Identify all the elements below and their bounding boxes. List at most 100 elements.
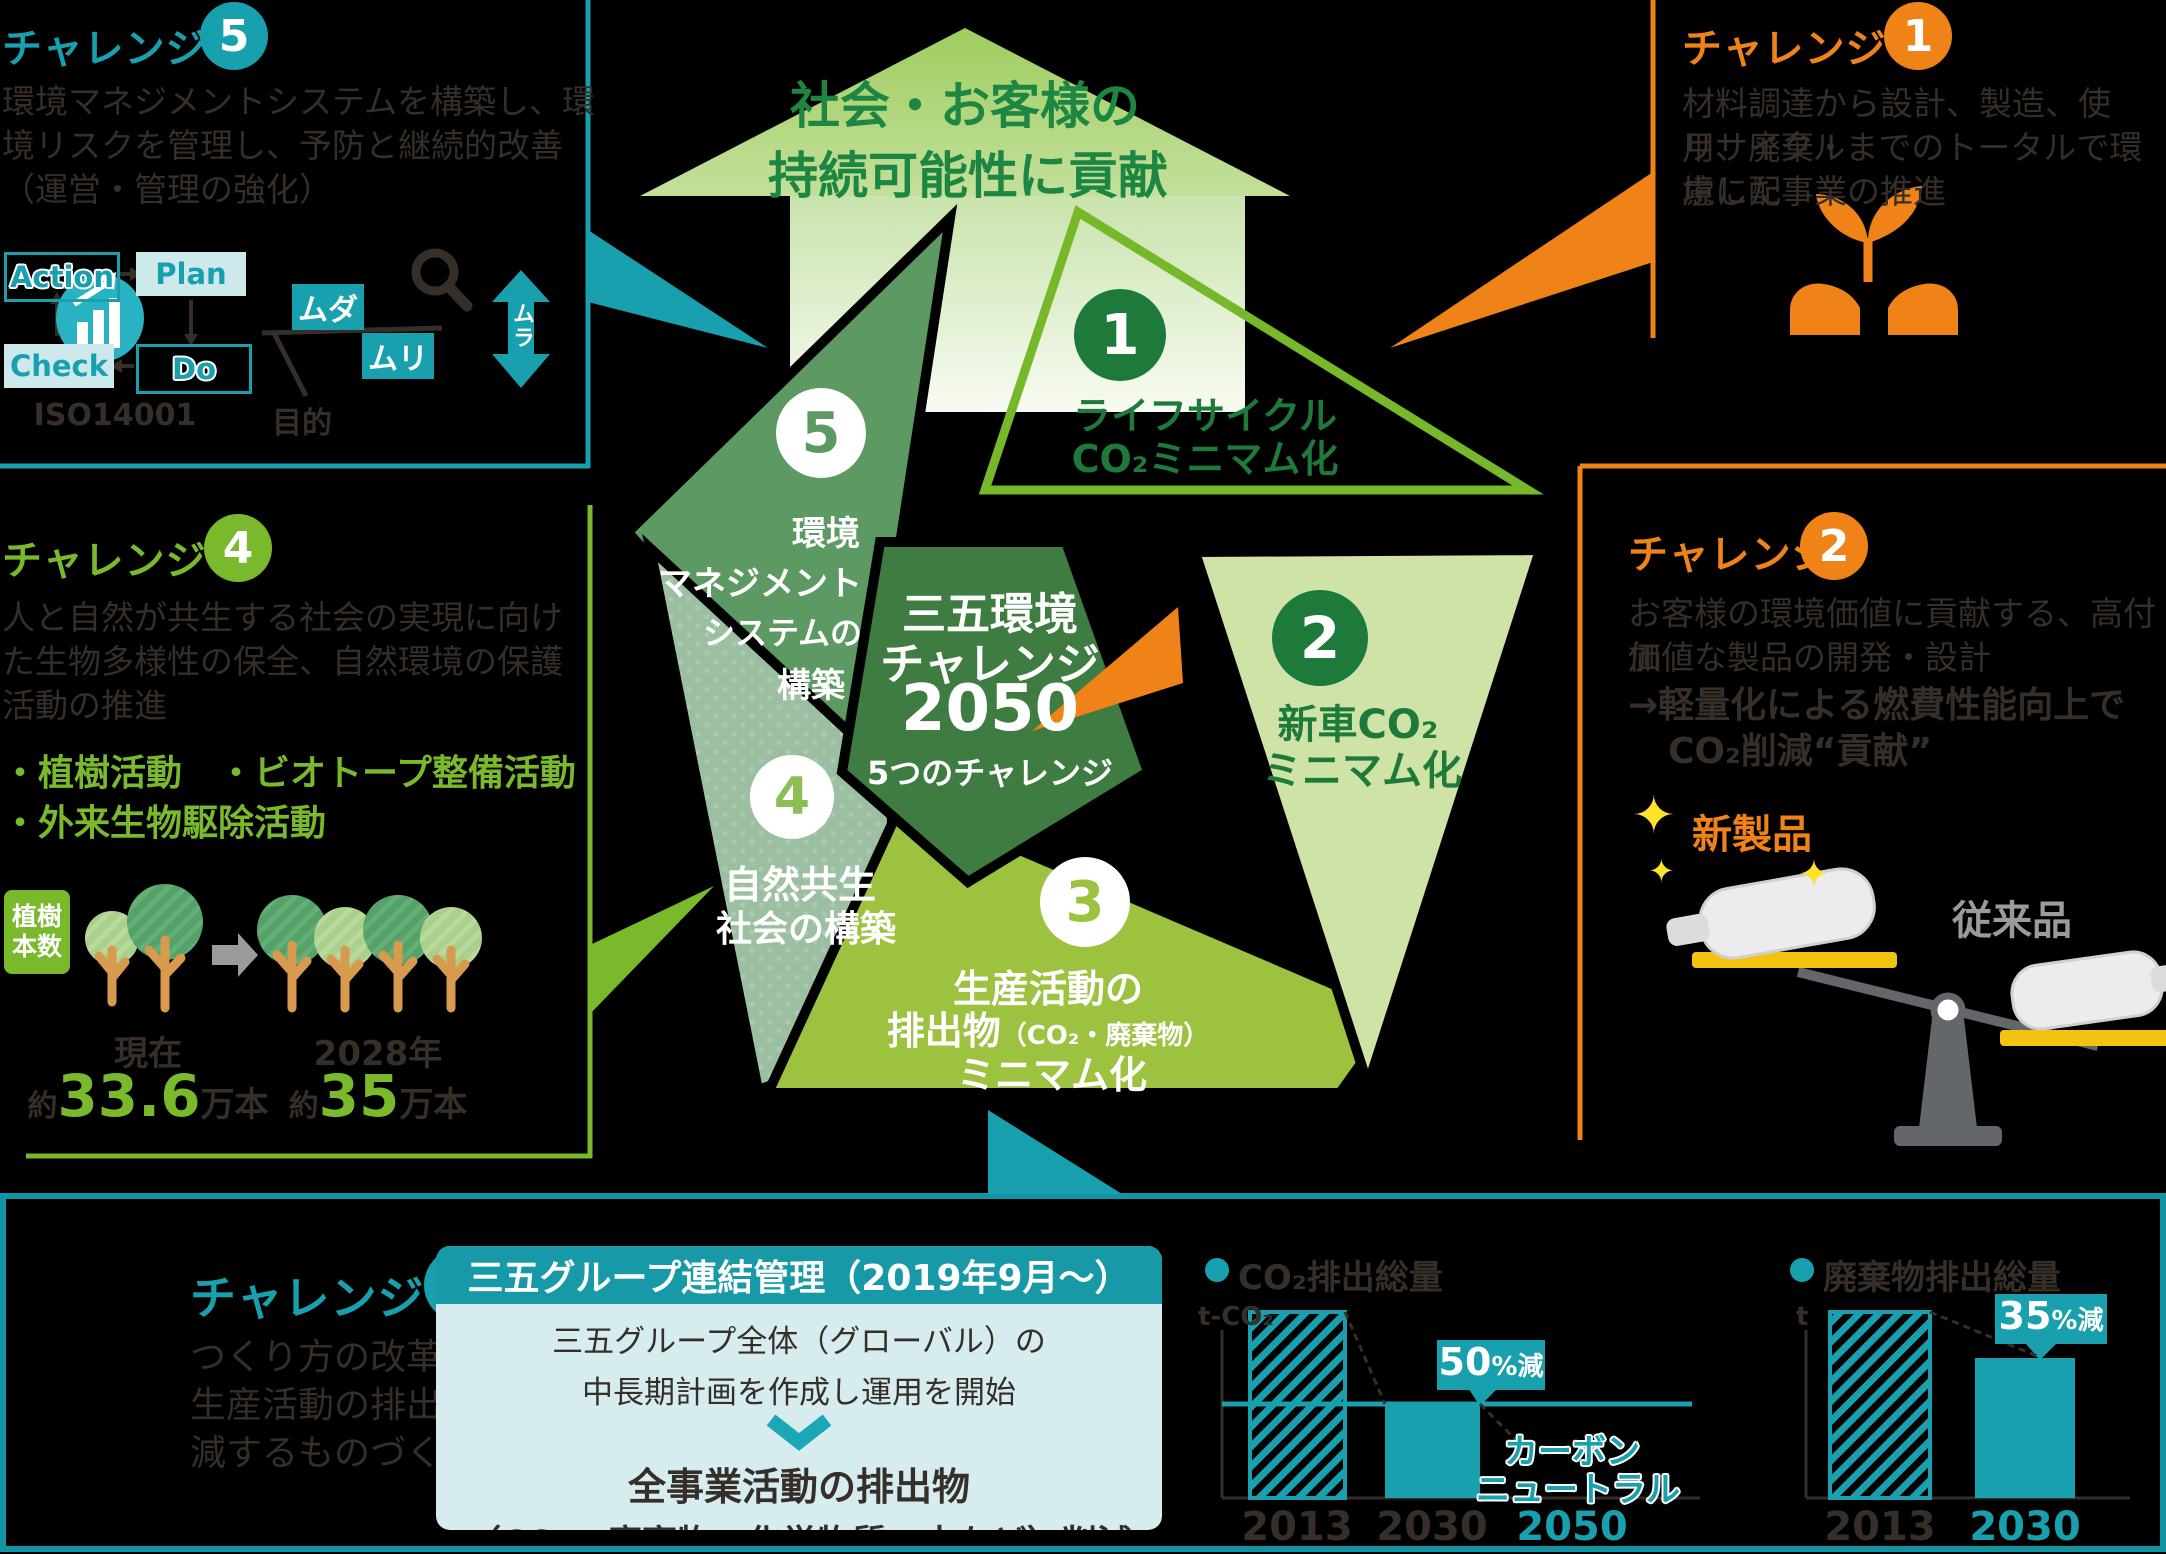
center-title-sub: 5つのチャレンジ bbox=[867, 754, 1113, 792]
sparkle-icon-1: ✦ bbox=[1632, 786, 1676, 846]
ch2-connector-wedge bbox=[1032, 607, 1183, 731]
segment-5-label4: 構築 bbox=[777, 666, 845, 706]
center-pentagon-shape bbox=[836, 537, 1155, 889]
segment-5-label1: 環境 bbox=[792, 514, 860, 554]
segment-3-label1: 生産活動の bbox=[952, 967, 1144, 1011]
house-goal-line1: 社会・お客様の bbox=[790, 77, 1140, 135]
new-product-shape bbox=[1666, 867, 1876, 960]
ch2-header: チャレンジ bbox=[1628, 532, 1833, 578]
segment-2-number: 2 bbox=[1272, 590, 1368, 686]
ch4-header: チャレンジ bbox=[2, 538, 207, 584]
waste-legend-dot bbox=[1790, 1258, 1814, 1282]
group-management-header: 三五グループ連結管理（2019年9月〜） bbox=[436, 1246, 1162, 1304]
trees-illustration bbox=[85, 884, 482, 1013]
ch3-connector-wedge bbox=[988, 1110, 1122, 1194]
center-title-line1: 三五環境 bbox=[902, 589, 1078, 640]
segment-4-label2: 社会の構築 bbox=[715, 909, 897, 950]
group-management-line1: 三五グループ全体（グローバル）の bbox=[552, 1324, 1046, 1360]
tree-count-badge: 植樹本数 bbox=[4, 890, 70, 974]
mokuteki-label: 目的 bbox=[272, 406, 332, 441]
segment-3-label2: 排出物（CO₂・廃棄物） bbox=[886, 1009, 1210, 1053]
mura-label: ムラ bbox=[509, 302, 534, 350]
segment-3-number: 3 bbox=[1040, 857, 1130, 947]
ch3-border-frame bbox=[0, 1193, 2166, 1552]
ch2-body-line1: お客様の環境価値に貢献する、高付加 bbox=[1628, 594, 2156, 677]
growth-chart-icon bbox=[56, 272, 144, 362]
ch5-connector-wedge bbox=[588, 230, 768, 348]
segment-5-number: 5 bbox=[776, 388, 866, 478]
ch4-body-line2: た生物多様性の保全、自然環境の保護 bbox=[2, 642, 563, 681]
waste-bar-2013 bbox=[1828, 1310, 1932, 1500]
ch4-body-line1: 人と自然が共生する社会の実現に向け bbox=[2, 598, 563, 637]
ch2-number-badge: 2 bbox=[1800, 512, 1868, 580]
co2-callout: 50%減 bbox=[1437, 1340, 1545, 1390]
segment-5-label2: マネジメント bbox=[658, 564, 862, 604]
segment-1-label1: ライフサイクル bbox=[1072, 394, 1338, 438]
ch3-body-line3: 減するものづくり bbox=[190, 1433, 479, 1474]
muri-box: ムリ bbox=[362, 333, 434, 379]
tree-now-label: 現在 bbox=[114, 1034, 182, 1074]
center-title-line2: チャレンジ bbox=[880, 639, 1100, 690]
tree-future-label: 2028年 bbox=[313, 1034, 443, 1074]
pdca-do-box: Do bbox=[136, 344, 252, 394]
balance-scale bbox=[1666, 867, 2166, 1146]
ch4-body-line3: 活動の推進 bbox=[2, 686, 167, 725]
pdca-check-box: Check bbox=[4, 344, 114, 388]
ch1-body-line3: 慮した事業の推進 bbox=[1682, 172, 1946, 211]
group-management-line2: 中長期計画を作成し運用を開始 bbox=[582, 1375, 1016, 1411]
ch2-body-bold1: →軽量化による燃費性能向上で bbox=[1628, 685, 2126, 726]
waste-callout: 35%減 bbox=[1995, 1294, 2107, 1344]
pdca-action-box: Action bbox=[4, 252, 120, 302]
ch5-number-badge: 5 bbox=[200, 2, 268, 70]
ch2-body-line2: 価値な製品の開発・設計 bbox=[1628, 638, 1991, 677]
seesaw-lines bbox=[261, 325, 443, 398]
co2-legend-dot bbox=[1205, 1258, 1229, 1282]
co2-year-2013: 2013 bbox=[1241, 1504, 1353, 1550]
ch1-number-badge: 1 bbox=[1884, 2, 1952, 70]
ch5-body-line1: 環境マネジメントシステムを構築し、環 bbox=[2, 82, 596, 121]
new-product-label: 新製品 bbox=[1692, 812, 1812, 858]
carbon-neutral-label2: ニュートラル bbox=[1476, 1470, 1680, 1510]
segment-4-label1: 自然共生 bbox=[723, 863, 877, 907]
ch1-body-line2: リサイクルまでのトータルで環境に配 bbox=[1682, 128, 2143, 211]
house-goal-line2: 持続可能性に貢献 bbox=[768, 147, 1168, 205]
waste-unit-label: t bbox=[1796, 1302, 1809, 1332]
co2-chart bbox=[1220, 1310, 1700, 1500]
segment-5-label3: システムの bbox=[702, 614, 862, 652]
ch5-body-line2: 境リスクを管理し、予防と継続的改善 bbox=[2, 126, 563, 165]
waste-bar-2030 bbox=[1975, 1358, 2075, 1498]
group-management-result1: 全事業活動の排出物 bbox=[627, 1465, 970, 1509]
waste-legend-label: 廃棄物排出総量 bbox=[1823, 1258, 2061, 1298]
old-product-shape bbox=[2010, 950, 2166, 1031]
segment-2-label2: ミニマム化 bbox=[1262, 748, 1462, 794]
ch4-bullet2: ・外来生物駆除活動 bbox=[2, 803, 327, 844]
muda-box: ムダ bbox=[292, 284, 364, 330]
segment-1-outline bbox=[978, 205, 1544, 495]
tree-now-count: 約33.6万本 bbox=[27, 1062, 269, 1130]
iso14001-label: ISO14001 bbox=[33, 398, 197, 433]
segment-3-label3: ミニマム化 bbox=[956, 1053, 1148, 1097]
sparkle-icon-2: ✦ bbox=[1648, 852, 1675, 890]
ch4-bullet1: ・植樹活動 ・ビオトープ整備活動 bbox=[2, 753, 576, 794]
sparkle-icon-3: ✦ bbox=[1798, 852, 1830, 896]
pdca-plan-box: Plan bbox=[136, 252, 246, 296]
ch1-connector-wedge bbox=[1390, 172, 1653, 348]
waste-chart bbox=[1804, 1310, 2130, 1500]
ch5-body-line3: （運営・管理の強化） bbox=[2, 170, 332, 209]
co2-year-2030: 2030 bbox=[1376, 1504, 1488, 1550]
co2-year-2050: 2050 bbox=[1516, 1504, 1628, 1550]
ch4-number-badge: 4 bbox=[204, 514, 272, 582]
ch1-body-line1: 材料調達から設計、製造、使用、廃棄・ bbox=[1682, 84, 2111, 167]
segment-1-label2: CO₂ミニマム化 bbox=[1071, 437, 1339, 481]
co2-bar-2030 bbox=[1385, 1404, 1480, 1498]
mura-arrow-icon bbox=[492, 270, 550, 388]
chevron-down-icon bbox=[766, 1414, 832, 1451]
ch3-header: チャレンジ bbox=[190, 1271, 425, 1325]
ch4-connector-wedge bbox=[590, 886, 714, 1014]
hands-sprout-icon bbox=[1790, 186, 1958, 335]
waste-year-2030: 2030 bbox=[1969, 1504, 2081, 1550]
carbon-neutral-label1: カーボン bbox=[1504, 1432, 1640, 1472]
arrow-right-icon bbox=[212, 933, 258, 977]
